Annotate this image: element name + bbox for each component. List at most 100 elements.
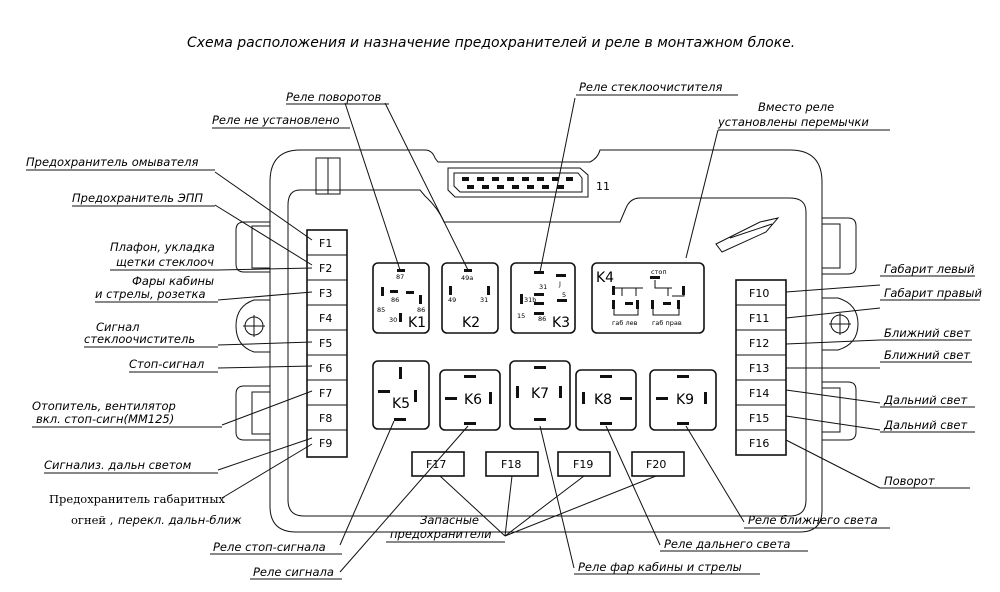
svg-text:49a: 49a bbox=[461, 274, 473, 282]
fuse-f11[interactable]: F11 bbox=[749, 312, 769, 325]
svg-text:87: 87 bbox=[396, 273, 404, 281]
housing-outline: 11 bbox=[235, 149, 859, 533]
svg-text:габ лев: габ лев bbox=[612, 319, 638, 327]
svg-text:15: 15 bbox=[517, 312, 525, 320]
fuse-f16[interactable]: F16 bbox=[749, 437, 769, 450]
diagram-title: Схема расположения и назначение предохра… bbox=[187, 35, 795, 51]
relay-k5[interactable]: K5 bbox=[372, 360, 430, 430]
label-wiper: стеклоочиститель bbox=[84, 332, 195, 346]
svg-text:85: 85 bbox=[377, 306, 385, 314]
fuse-f19[interactable]: F19 bbox=[573, 458, 593, 471]
svg-text:K1: K1 bbox=[408, 315, 426, 331]
relay-k7[interactable]: K7 bbox=[509, 360, 571, 430]
fuse-f20[interactable]: F20 bbox=[646, 458, 666, 471]
connector-label: 11 bbox=[596, 180, 610, 193]
label-stop-signal: Стоп-сигнал bbox=[129, 357, 205, 371]
label-horn: Сигнал bbox=[96, 320, 140, 334]
fuse-f18[interactable]: F18 bbox=[501, 458, 521, 471]
label-right-side-light: Габарит правый bbox=[884, 286, 982, 300]
svg-text:K5: K5 bbox=[392, 396, 410, 412]
label-parking-fuse: Предохранитель габаритных bbox=[49, 492, 225, 506]
relay-k3[interactable]: 31 J 5 31b 15 86 K3 bbox=[510, 262, 576, 334]
svg-text:5: 5 bbox=[562, 291, 566, 299]
label-left-side-light: Габарит левый bbox=[884, 262, 975, 276]
fuse-f10[interactable]: F10 bbox=[749, 287, 769, 300]
svg-text:J: J bbox=[558, 280, 561, 288]
label-epp-fuse: Предохранитель ЭПП bbox=[72, 191, 203, 205]
left-fuse-column: F1 F2 F3 F4 F5 F6 F7 F8 F9 bbox=[306, 229, 348, 458]
label-cab-boom-relay: Реле фар кабины и стрелы bbox=[578, 560, 742, 574]
fuse-f17[interactable]: F17 bbox=[426, 458, 446, 471]
label-high-beam-1: Дальний свет bbox=[883, 393, 967, 407]
svg-text:31: 31 bbox=[539, 283, 547, 291]
svg-text:31b: 31b bbox=[524, 296, 536, 304]
label-high-beam-relay: Реле дальнего света bbox=[664, 537, 790, 551]
fuse-f9[interactable]: F9 bbox=[319, 437, 332, 450]
fuse-f12[interactable]: F12 bbox=[749, 337, 769, 350]
svg-text:K6: K6 bbox=[464, 392, 482, 408]
label-instead-of-relay: Вместо реле bbox=[758, 100, 834, 114]
label-dome-light: Плафон, укладка bbox=[110, 240, 215, 254]
svg-text:30: 30 bbox=[389, 316, 397, 324]
label-wiper-parking: щетки стеклооч bbox=[116, 255, 214, 269]
svg-text:49: 49 bbox=[448, 296, 456, 304]
relay-k9[interactable]: K9 bbox=[649, 369, 717, 431]
svg-text:стоп: стоп bbox=[651, 268, 667, 276]
fuse-f15[interactable]: F15 bbox=[749, 412, 769, 425]
relay-k8[interactable]: K8 bbox=[575, 369, 637, 431]
relay-k1[interactable]: 87 86 85 86 30 K1 bbox=[372, 262, 430, 334]
svg-text:габ прав: габ прав bbox=[652, 319, 682, 327]
label-low-beam-2: Ближний свет bbox=[884, 348, 970, 362]
label-jumpers-installed: установлены перемычки bbox=[717, 115, 869, 129]
svg-text:K4: K4 bbox=[596, 270, 614, 286]
label-cab-lights: Фары кабины bbox=[132, 274, 214, 288]
svg-text:86: 86 bbox=[417, 306, 425, 314]
svg-text:K7: K7 bbox=[531, 386, 549, 402]
label-low-beam-relay: Реле ближнего света bbox=[748, 513, 878, 527]
relay-k2[interactable]: 49a 49 31 K2 bbox=[441, 262, 499, 334]
leader-lines bbox=[214, 97, 881, 573]
label-relay-not-installed: Реле не установлено bbox=[212, 113, 340, 127]
label-boom-socket: и стрелы, розетка bbox=[95, 287, 206, 301]
svg-text:K3: K3 bbox=[552, 315, 570, 331]
fuse-f4[interactable]: F4 bbox=[319, 312, 332, 325]
svg-text:31: 31 bbox=[480, 296, 488, 304]
fuse-f1[interactable]: F1 bbox=[319, 237, 332, 250]
label-spare: Запасные bbox=[420, 513, 479, 527]
right-fuse-column: F10 F11 F12 F13 F14 F15 F16 bbox=[735, 279, 787, 456]
fuse-f14[interactable]: F14 bbox=[749, 387, 769, 400]
label-low-beam-1: Ближний свет bbox=[884, 326, 970, 340]
label-heater-fan: Отопитель, вентилятор bbox=[32, 399, 176, 413]
spare-fuses: F17 F18 F19 F20 bbox=[411, 451, 685, 477]
label-wiper-relay: Реле стеклоочистителя bbox=[579, 80, 722, 94]
fuse-f2[interactable]: F2 bbox=[319, 262, 332, 275]
fuse-f13[interactable]: F13 bbox=[749, 362, 769, 375]
label-horn-relay: Реле сигнала bbox=[253, 565, 334, 579]
svg-text:86: 86 bbox=[391, 296, 399, 304]
svg-text:86: 86 bbox=[538, 315, 546, 323]
bottom-labels: Реле стоп-сигнала Реле сигнала Запасные … bbox=[210, 513, 890, 580]
relay-k6[interactable]: K6 bbox=[439, 369, 501, 431]
fuse-f5[interactable]: F5 bbox=[319, 337, 332, 350]
fuse-f3[interactable]: F3 bbox=[319, 287, 332, 300]
label-washer-fuse: Предохранитель омывателя bbox=[26, 155, 198, 169]
label-stop-mm125: вкл. стоп-сигн(ММ125) bbox=[36, 412, 174, 426]
label-turn-signal: Поворот bbox=[884, 474, 935, 488]
label-high-beam-2: Дальний свет bbox=[883, 418, 967, 432]
top-labels: Реле поворотов Реле не установлено Реле … bbox=[212, 80, 890, 131]
svg-text:K9: K9 bbox=[676, 392, 694, 408]
svg-text:K2: K2 bbox=[462, 315, 480, 331]
fuse-f8[interactable]: F8 bbox=[319, 412, 332, 425]
label-stop-relay: Реле стоп-сигнала bbox=[213, 540, 326, 554]
svg-text:K8: K8 bbox=[594, 392, 612, 408]
label-high-low-switch: перекл. дальн-ближ bbox=[118, 513, 242, 527]
left-labels: Предохранитель омывателя Предохранитель … bbox=[26, 155, 242, 527]
fuse-f6[interactable]: F6 bbox=[319, 362, 332, 375]
label-parking-lights: огней , bbox=[71, 513, 113, 527]
fuse-f7[interactable]: F7 bbox=[319, 387, 332, 400]
relay-k4[interactable]: K4 стоп габ лев габ прав bbox=[591, 262, 705, 334]
label-high-beam-signal: Сигнализ. дальн светом bbox=[44, 458, 192, 472]
label-turn-relay: Реле поворотов bbox=[286, 90, 382, 104]
right-labels: Габарит левый Габарит правый Ближний све… bbox=[880, 262, 982, 489]
